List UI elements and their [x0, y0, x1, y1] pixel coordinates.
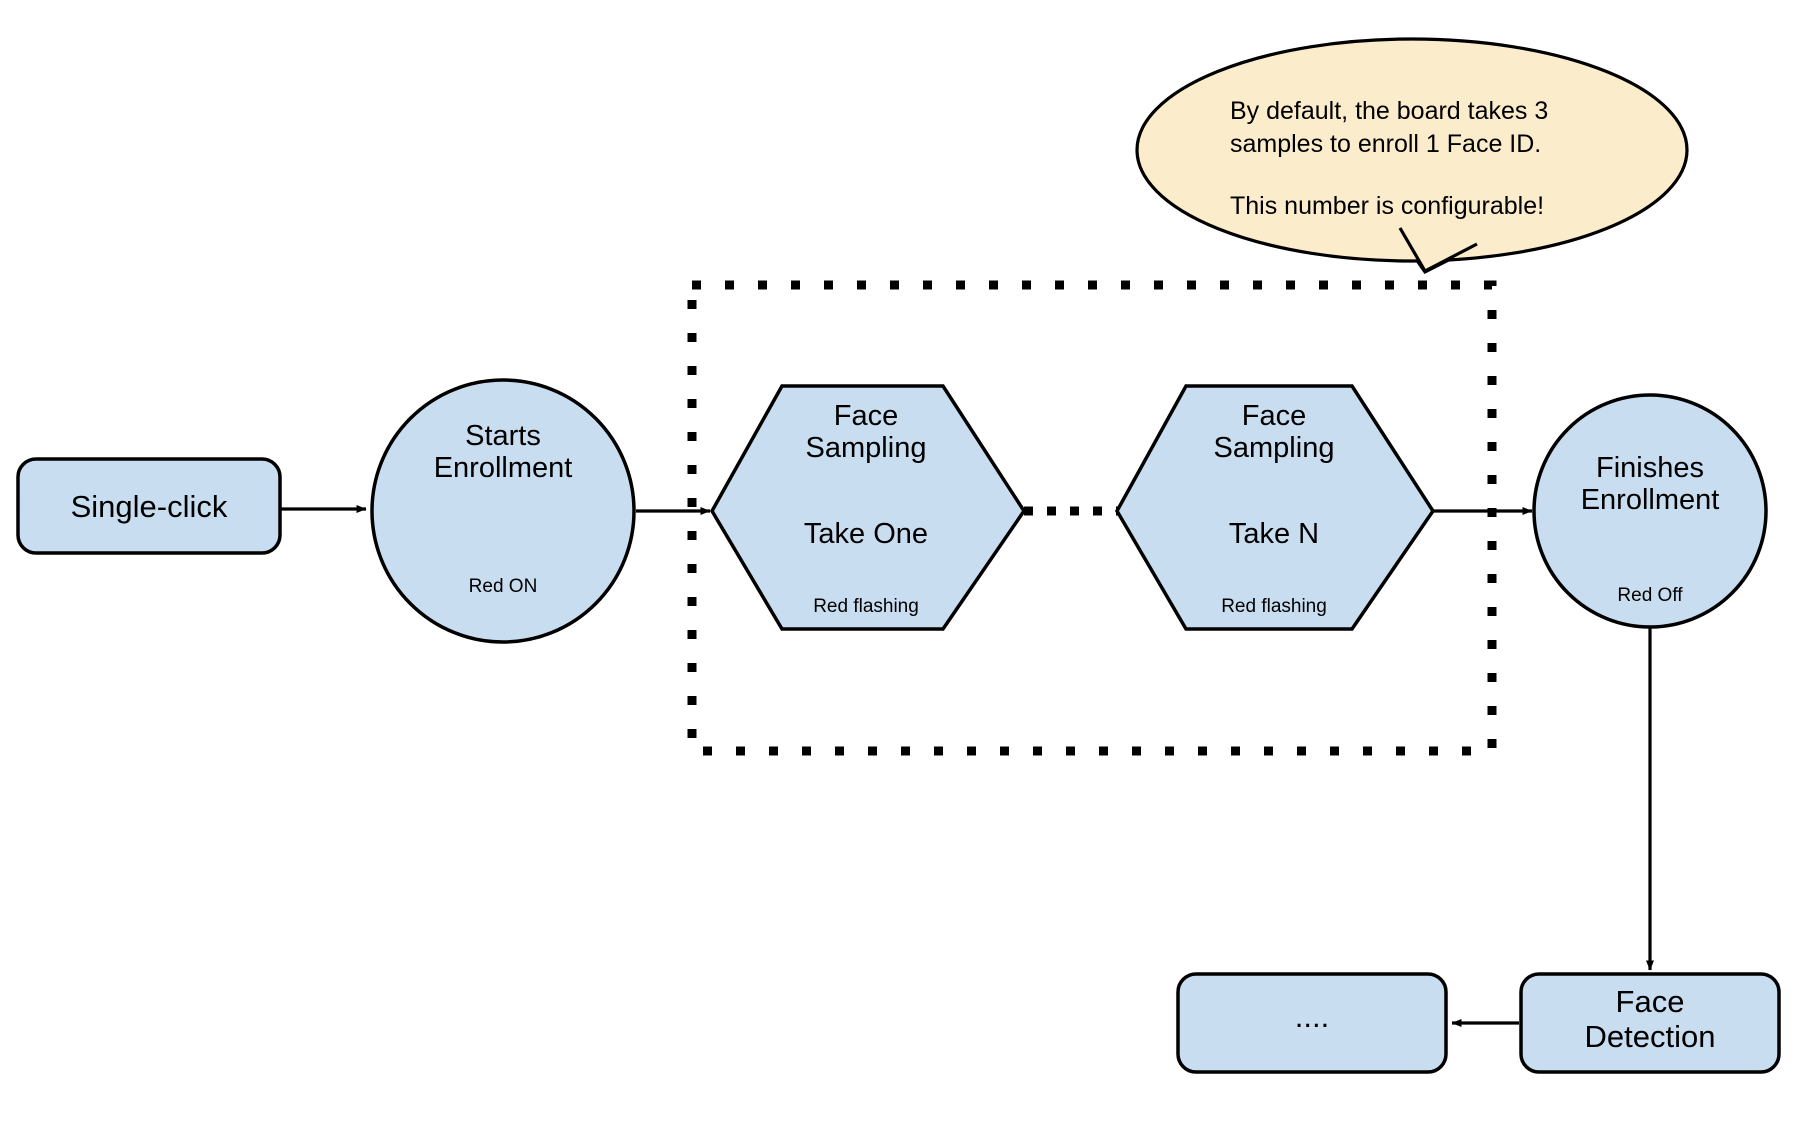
callout-tail-outline: [1398, 227, 1478, 274]
callout-tail-fill-patch: [1400, 204, 1497, 270]
node-finishes-enrollment-shape[interactable]: [1532, 393, 1768, 629]
node-continuation-shape[interactable]: [1176, 972, 1448, 1074]
node-face-sampling-first-shape[interactable]: [709, 384, 1027, 631]
node-starts-enrollment-shape[interactable]: [370, 378, 636, 644]
sampling-loop-group-border: [687, 280, 1497, 756]
node-face-sampling-last-shape[interactable]: [1114, 384, 1436, 631]
node-single-click-shape[interactable]: [16, 457, 282, 555]
callout-bubble-shape: [1135, 37, 1689, 263]
node-face-detection-shape[interactable]: [1519, 972, 1781, 1074]
